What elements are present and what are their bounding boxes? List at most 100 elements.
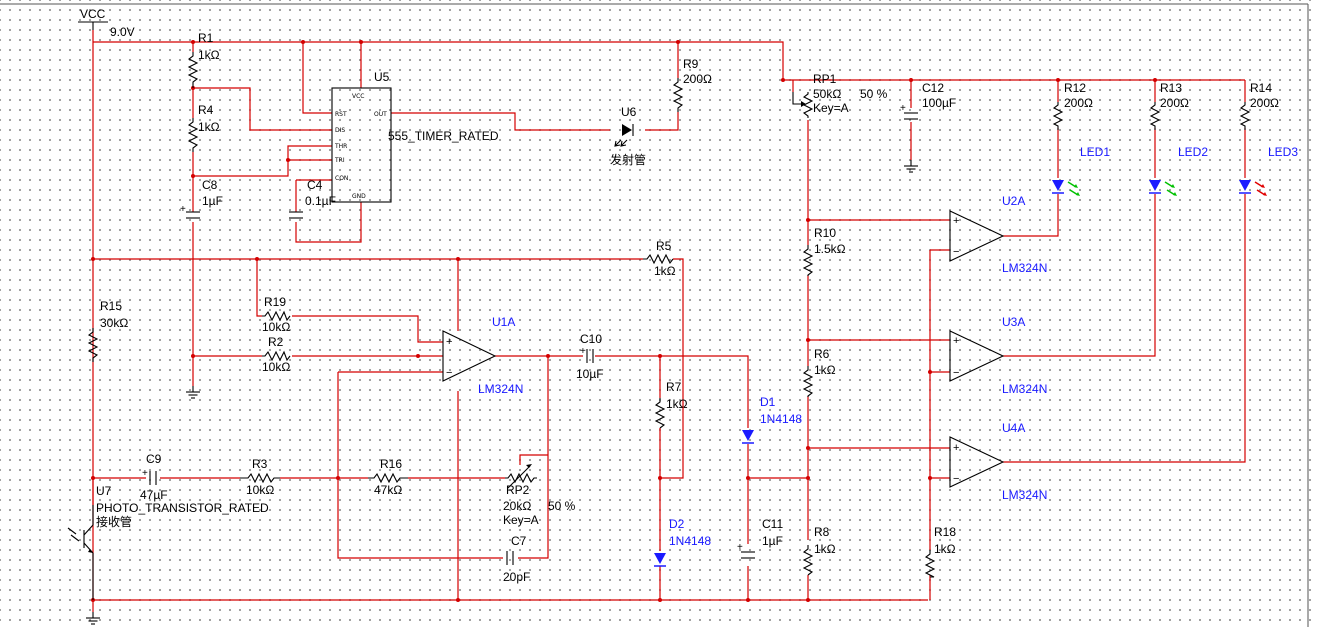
resistor-R3[interactable]: R3 10kΩ xyxy=(240,457,280,497)
opamp-U2A[interactable]: + − U2A LM324N xyxy=(949,194,1047,275)
led-LED2[interactable]: LED2 xyxy=(1149,145,1208,196)
ground-symbol[interactable] xyxy=(903,159,919,173)
potentiometer-RP2[interactable]: RP2 20kΩ Key=A 50 % xyxy=(503,464,576,527)
R19-ref: R19 xyxy=(264,295,286,309)
U2A-ref: U2A xyxy=(1002,194,1025,208)
pin-rst-label: RST xyxy=(335,111,347,118)
R8-ref: R8 xyxy=(814,525,830,539)
U4A-ref: U4A xyxy=(1002,421,1025,435)
resistor-R13[interactable]: R13 200Ω xyxy=(1149,81,1189,130)
C9-value: 47µF xyxy=(140,488,168,502)
R13-value: 200Ω xyxy=(1160,96,1189,110)
resistor-R6[interactable]: R6 1kΩ xyxy=(802,347,836,397)
opamp-U4A[interactable]: + − U4A LM324N xyxy=(949,421,1047,502)
R15-value: 30kΩ xyxy=(100,316,128,330)
RP2-ref: RP2 xyxy=(506,483,530,497)
svg-text:+: + xyxy=(953,335,959,347)
U3A-value: LM324N xyxy=(1002,382,1047,396)
R14-value: 200Ω xyxy=(1250,96,1279,110)
RP1-value: 50kΩ xyxy=(813,87,841,101)
D2-value: 1N4148 xyxy=(669,534,711,548)
capacitor-C7[interactable]: C7 20pF xyxy=(503,534,530,584)
vcc-symbol[interactable]: VCC 9.0V xyxy=(78,7,135,39)
R9-value: 200Ω xyxy=(683,72,712,86)
C8-ref: C8 xyxy=(202,178,218,192)
U7-desc: 接收管 xyxy=(96,514,132,529)
potentiometer-RP1[interactable]: RP1 50kΩ Key=A 50 % xyxy=(792,72,888,118)
U3A-ref: U3A xyxy=(1002,315,1025,329)
pin-thr-label: THR xyxy=(334,143,347,150)
led-LED1[interactable]: LED1 xyxy=(1052,145,1110,196)
resistor-R8[interactable]: R8 1kΩ xyxy=(802,525,836,576)
ic-U5-555-timer[interactable]: U5 555_TIMER_RATED VCC RST OUT DIS THR T… xyxy=(331,70,499,203)
resistor-R2[interactable]: R2 10kΩ xyxy=(262,335,291,374)
C9-ref: C9 xyxy=(146,452,162,466)
RP1-percent: 50 % xyxy=(860,87,888,101)
R2-ref: R2 xyxy=(268,335,284,349)
resistor-R4[interactable]: R4 1kΩ xyxy=(187,103,220,152)
opamp-U1A[interactable]: + − U1A LM324N xyxy=(442,315,523,396)
pin-out-label: OUT xyxy=(374,111,387,118)
RP1-key: Key=A xyxy=(813,101,849,115)
U5-value: 555_TIMER_RATED xyxy=(388,129,499,143)
capacitor-C10[interactable]: + C10 10µF xyxy=(576,332,604,381)
pin-vcc-label: VCC xyxy=(352,93,364,100)
capacitor-C8[interactable]: + C8 1µF xyxy=(180,178,223,219)
R12-ref: R12 xyxy=(1064,81,1086,95)
diode-D1[interactable]: D1 1N4148 xyxy=(742,395,802,444)
ground-symbol[interactable] xyxy=(185,385,201,399)
R3-value: 10kΩ xyxy=(246,483,274,497)
R18-ref: R18 xyxy=(934,525,956,539)
R4-ref: R4 xyxy=(198,103,214,117)
diode-D2[interactable]: D2 1N4148 xyxy=(654,517,711,567)
R18-value: 1kΩ xyxy=(934,542,956,556)
R16-ref: R16 xyxy=(380,457,402,471)
pin-con-label: CON xyxy=(335,175,348,182)
RP1-ref: RP1 xyxy=(813,72,837,86)
svg-text:+: + xyxy=(953,215,959,227)
D2-ref: D2 xyxy=(669,517,685,531)
C7-ref: C7 xyxy=(511,534,527,548)
resistor-R16[interactable]: R16 47kΩ xyxy=(368,457,408,497)
resistor-R9[interactable]: R9 200Ω xyxy=(672,57,712,112)
vcc-label: VCC xyxy=(80,7,106,21)
pin-dis-label: DIS xyxy=(335,127,345,134)
R2-value: 10kΩ xyxy=(262,360,290,374)
R6-ref: R6 xyxy=(814,347,830,361)
resistor-R14[interactable]: R14 200Ω xyxy=(1239,81,1279,130)
capacitor-C9[interactable]: + C9 47µF xyxy=(140,452,168,502)
capacitor-C11[interactable]: + C11 1µF xyxy=(737,517,783,559)
R7-ref: R7 xyxy=(666,380,682,394)
R4-value: 1kΩ xyxy=(198,120,220,134)
svg-text:+: + xyxy=(142,468,148,479)
resistor-R5[interactable]: R5 1kΩ xyxy=(643,239,676,278)
resistor-R18[interactable]: R18 1kΩ xyxy=(924,525,956,578)
opamp-U3A[interactable]: + − U3A LM324N xyxy=(949,315,1047,396)
resistor-R1[interactable]: R1 1kΩ xyxy=(187,31,220,88)
U7-value: PHOTO_TRANSISTOR_RATED xyxy=(96,501,269,515)
resistor-R12[interactable]: R12 200Ω xyxy=(1052,81,1093,130)
pin-gnd-label: GND xyxy=(352,193,366,200)
led-LED3[interactable]: LED3 xyxy=(1239,145,1298,196)
capacitor-C4[interactable]: C4 0.1µF xyxy=(289,178,336,219)
resistor-R10[interactable]: R10 1.5kΩ xyxy=(802,226,846,276)
C10-ref: C10 xyxy=(580,332,602,346)
R9-ref: R9 xyxy=(683,57,699,71)
resistor-R7[interactable]: R7 1kΩ xyxy=(654,380,688,429)
photo-transistor-U7[interactable]: U7 PHOTO_TRANSISTOR_RATED 接收管 xyxy=(67,484,269,600)
C8-value: 1µF xyxy=(202,194,223,208)
resistor-R19[interactable]: R19 10kΩ xyxy=(262,295,291,334)
wires xyxy=(92,30,1246,612)
pin-tri-label: TRI xyxy=(334,157,345,164)
R1-ref: R1 xyxy=(198,31,214,45)
ir-emitter-U6[interactable]: U6 发射管 xyxy=(610,105,646,167)
resistor-R15[interactable]: R15 30kΩ xyxy=(87,299,128,362)
LED2-ref: LED2 xyxy=(1178,145,1208,159)
svg-text:+: + xyxy=(180,204,186,215)
ground-symbol[interactable] xyxy=(85,611,101,625)
R15-ref: R15 xyxy=(100,299,122,313)
capacitor-C12[interactable]: + C12 100µF xyxy=(900,81,956,120)
R14-ref: R14 xyxy=(1250,81,1272,95)
U1A-value: LM324N xyxy=(478,382,523,396)
